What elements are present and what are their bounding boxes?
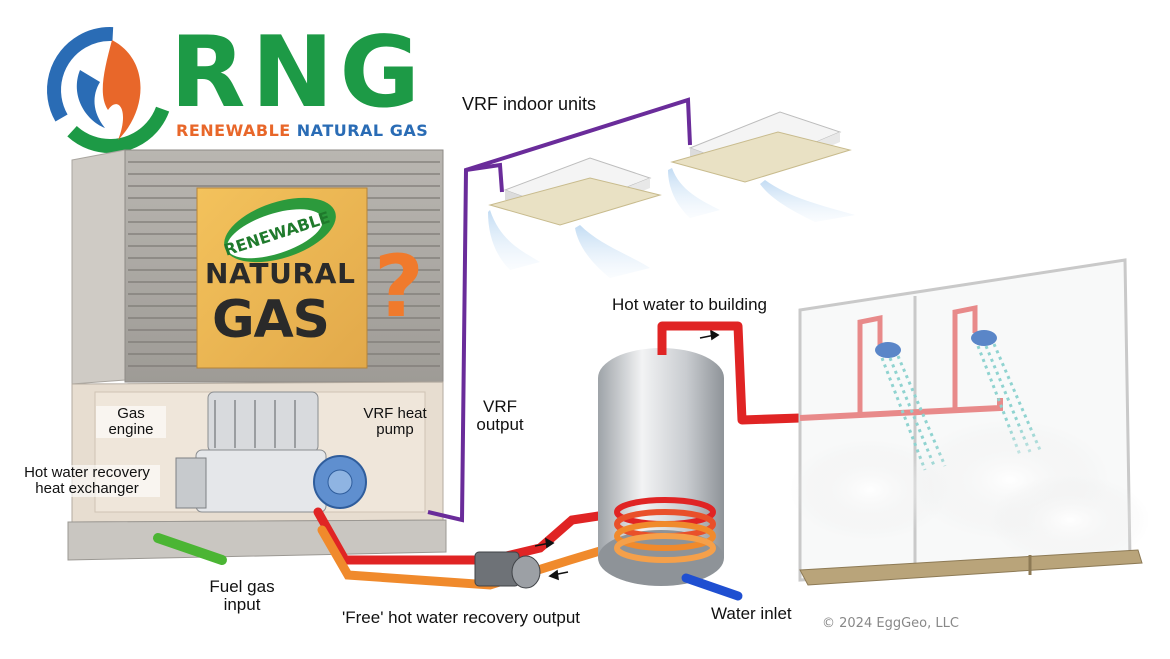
sign-line2: GAS [212,290,330,350]
rng-logo-icon [46,26,173,153]
label-gas-engine-line2: engine [108,420,154,438]
label-hot-water-to-building: Hot water to building [612,295,767,314]
logo-tagline: RENEWABLE NATURAL GAS [176,121,428,140]
logo-tagline-natural-gas: NATURAL GAS [296,121,429,140]
circulation-pump [474,551,541,589]
hot-water-tank [598,348,724,586]
renewable-leaf-icon: RENEWABLE [222,197,336,263]
label-heat-exchanger-line1: Hot water recovery [24,464,150,481]
label-vrf-heat-pump-line2: pump [376,420,414,438]
vrf-indoor-unit-2 [668,111,855,222]
vrf-heat-pump-compressor [313,455,367,509]
hot-water-supply-pipe [657,321,801,425]
label-fuel-gas-line2: input [223,594,261,614]
label-vrf-indoor-units: VRF indoor units [462,94,597,114]
label-fuel-gas-input: Fuel gas input [208,578,276,614]
label-vrf-output-line2: output [476,414,524,434]
refrigerant-branch [465,162,504,193]
shower-stalls [790,258,1150,586]
label-vrf-output: VRF output [470,398,530,434]
logo-wordmark: RNG [170,16,426,130]
gas-engine-block [175,391,327,513]
question-mark: ? [374,237,424,337]
label-gas-engine: Gas engine [96,406,166,438]
copyright-notice: © 2024 EggGeo, LLC [822,616,959,631]
vrf-indoor-unit-1 [488,157,662,278]
rng-sign: RENEWABLE NATURAL GAS ? [196,187,424,369]
heat-exchange-coil [614,497,716,563]
label-vrf-heat-pump-line1: VRF heat [363,405,427,422]
fuel-gas-pipe [153,533,227,565]
label-free-hot-water-output: 'Free' hot water recovery output [342,608,580,627]
shower-head-icon [875,342,901,358]
label-heat-exchanger: Hot water recovery heat exchanger [14,465,160,497]
water-inlet-pipe [681,573,743,601]
label-fuel-gas-line1: Fuel gas [209,577,275,596]
outdoor-unit [67,149,447,565]
label-heat-exchanger-line2: heat exchanger [35,479,139,497]
flow-arrows [534,329,720,581]
label-vrf-output-line1: VRF [483,397,517,416]
label-water-inlet: Water inlet [711,604,792,623]
shower-head-icon [971,330,997,346]
label-vrf-heat-pump: VRF heat pump [360,406,430,438]
logo-tagline-renewable: RENEWABLE [176,121,291,140]
label-gas-engine-line1: Gas [117,405,145,422]
sign-line1: NATURAL [205,257,355,290]
